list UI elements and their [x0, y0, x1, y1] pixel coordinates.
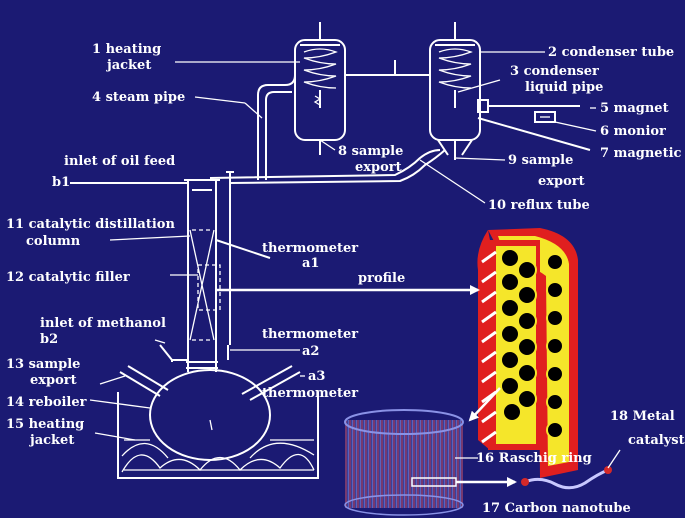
label-methanol-inlet: inlet of methanol [40, 316, 166, 331]
label-a3: a3 [308, 369, 325, 384]
magnet-assembly [477, 99, 591, 151]
label-sample-export-13b: export [30, 373, 77, 388]
filler-profile [477, 228, 578, 478]
label-sample-export-8: 8 sample [338, 144, 403, 159]
label-heating-jacket-1: 1 heating [92, 42, 161, 57]
label-steam-pipe: 4 steam pipe [92, 90, 185, 105]
label-catalytic-column: 11 catalytic distillation [6, 217, 175, 232]
label-condenser-liquid-b: liquid pipe [525, 80, 603, 95]
steam-pipe [257, 70, 296, 180]
label-raschig-ring: 16 Raschig ring [476, 451, 592, 466]
label-sample-export-9b: export [538, 174, 585, 189]
label-thermometer-a1: thermometer [262, 241, 358, 256]
label-magnetic: 7 magnetic [600, 146, 682, 161]
label-sample-export-9: 9 sample [508, 153, 573, 168]
leader-lines [70, 51, 597, 441]
label-heating-jacket-15b: jacket [29, 433, 74, 448]
label-condenser-tube: 2 condenser tube [548, 45, 674, 60]
label-b1: b1 [52, 175, 70, 190]
label-metal-catalyst: 18 Metal [610, 409, 675, 424]
carbon-nanotube [521, 449, 621, 490]
label-thermometer-a2: thermometer [262, 327, 358, 342]
heating-bath [117, 392, 319, 479]
label-catalytic-filler: 12 catalytic filler [6, 270, 130, 285]
label-oil-feed: inlet of oil feed [64, 154, 175, 169]
label-heating-jacket-1b: jacket [106, 58, 151, 73]
label-magnet: 5 magnet [600, 101, 669, 116]
condenser-tube-2 [394, 22, 481, 160]
reflux-tube [209, 149, 441, 179]
label-sample-export-8b: export [355, 160, 402, 175]
label-reboiler: 14 reboiler [6, 395, 87, 410]
label-profile: profile [358, 271, 405, 286]
label-b2: b2 [40, 332, 58, 347]
label-carbon-nanotube: 17 Carbon nanotube [482, 501, 631, 516]
label-sample-export-13: 13 sample [6, 357, 80, 372]
label-catalytic-column-b: column [26, 234, 81, 249]
label-thermometer-a3: thermometer [262, 386, 358, 401]
label-a2: a2 [302, 344, 319, 359]
raschig-rings-cutaway [500, 248, 564, 439]
ring-arrow [468, 387, 501, 422]
label-condenser-liquid: 3 condenser [510, 64, 599, 79]
label-metal-catalyst-b: catalyst [628, 433, 685, 448]
raschig-ring-mesh [344, 409, 464, 516]
label-monior: 6 monior [600, 124, 666, 139]
label-reflux-tube: 10 reflux tube [488, 198, 590, 213]
label-a1: a1 [302, 256, 319, 271]
label-heating-jacket-15: 15 heating [6, 417, 84, 432]
